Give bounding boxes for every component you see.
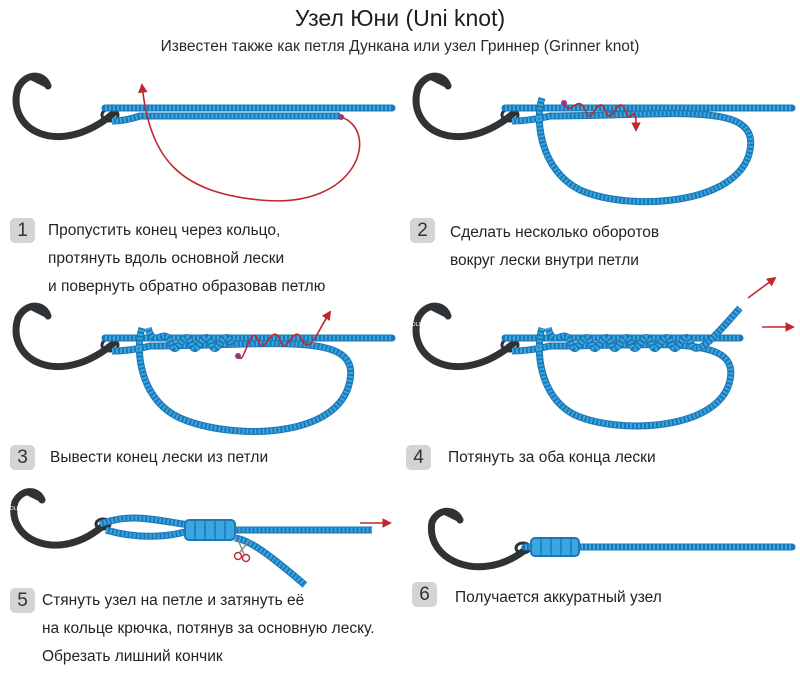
tag-end-path: [237, 310, 332, 360]
scissors-icon: [233, 539, 251, 563]
step-6-badge: 6: [412, 582, 437, 607]
pull-tag-arrow: [747, 276, 777, 299]
hook-icon: [412, 302, 519, 371]
step-5-line-1: Стянуть узел на петле и затянуть её: [42, 592, 305, 609]
hook-hold-label: HOLD: [408, 322, 422, 328]
hook-icon: [412, 72, 519, 141]
returned-line: [111, 112, 340, 125]
step-3-illustration: 3 Вывести конец лески из петли: [0, 290, 400, 480]
step-3-badge: 3: [10, 445, 35, 470]
wrap-path: [563, 102, 641, 132]
step-2-badge: 2: [410, 218, 435, 243]
hook-hold-label: HOLD: [6, 506, 20, 512]
step-5-illustration: HOLD 5 Стянуть узел на петле и затянуть …: [0, 480, 400, 673]
hook-icon: [12, 72, 119, 141]
step-4-badge: 4: [406, 445, 431, 470]
step-6-diagram: [427, 507, 796, 571]
step-1-line-1: Пропустить конец через кольцо,: [48, 222, 281, 239]
step-6-line-1: Получается аккуратный узел: [455, 589, 662, 606]
step-3-diagram: [12, 302, 396, 435]
step-2-diagram: [412, 72, 796, 206]
step-6-illustration: 6 Получается аккуратный узел: [400, 480, 800, 673]
finished-knot: [530, 537, 580, 557]
step-1-badge: 1: [10, 218, 35, 243]
step-5-caption: Стянуть узел на петле и затянуть её на к…: [42, 587, 375, 671]
hook-icon: [427, 507, 529, 571]
step-5-line-2: на кольце крючка, потянув за основную ле…: [42, 620, 375, 637]
step-3-caption: Вывести конец лески из петли: [50, 444, 268, 472]
step-4-caption: Потянуть за оба конца лески: [448, 444, 656, 472]
step-2-illustration: 2 Сделать несколько оборотов вокруг леск…: [400, 0, 800, 269]
page-title: Узел Юни (Uni knot): [294, 5, 506, 31]
step-2-caption: Сделать несколько оборотов вокруг лески …: [450, 219, 659, 275]
step-6-caption: Получается аккуратный узел: [455, 584, 662, 612]
step-1-line-3: и повернуть обратно образовав петлю: [48, 278, 326, 295]
step-4-illustration: HOLD 4 Потянуть за оба конца лески: [400, 270, 800, 480]
tag-end-path: [138, 83, 361, 202]
step-2-line-2: вокруг лески внутри петли: [450, 252, 639, 269]
step-1-illustration: 1 Пропустить конец через кольцо, протяну…: [0, 0, 400, 295]
step-5-line-3: Обрезать лишний кончик: [42, 648, 223, 665]
hook-barb-icon: [28, 74, 50, 89]
step-5-diagram: HOLD: [6, 488, 392, 588]
step-3-line-1: Вывести конец лески из петли: [50, 449, 269, 466]
step-1-line-2: протянуть вдоль основной лески: [48, 250, 285, 267]
step-1-caption: Пропустить конец через кольцо, протянуть…: [48, 217, 325, 301]
page-subtitle: Известен также как петля Дункана или узе…: [160, 38, 640, 55]
hook-icon: [10, 488, 109, 549]
step-5-badge: 5: [10, 588, 35, 613]
hook-icon: [12, 302, 119, 371]
step-1-diagram: [12, 72, 396, 202]
step-2-line-1: Сделать несколько оборотов: [450, 224, 660, 241]
step-4-line-1: Потянуть за оба конца лески: [448, 449, 656, 466]
step-4-diagram: HOLD: [408, 276, 795, 430]
knot-block: [184, 519, 236, 541]
